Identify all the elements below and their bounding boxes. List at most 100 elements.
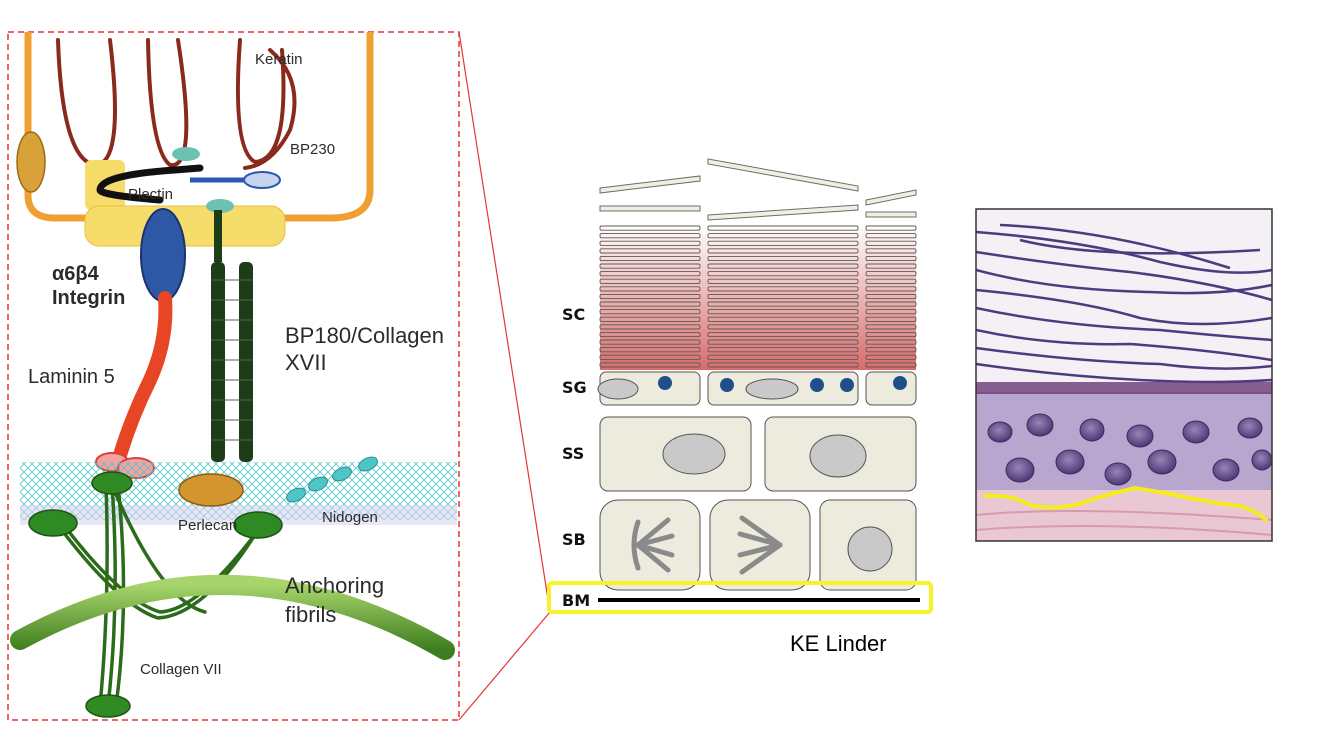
bp180-beads [211, 262, 253, 462]
corneocyte-line [865, 347, 917, 353]
corneocyte-line [707, 354, 859, 360]
stratum-corneum-gradient [600, 224, 916, 370]
corneocyte-line [599, 255, 701, 262]
corneocyte-line [599, 324, 701, 330]
plectin-strand [96, 164, 204, 204]
corneocyte-line [865, 263, 917, 269]
label-integrin-2: Integrin [52, 287, 125, 309]
hemidesmosome-plaque [84, 205, 286, 247]
corneocyte-line [599, 278, 701, 284]
label-anchoring-1: Anchoring [285, 573, 384, 598]
corneocyte-line [707, 293, 859, 300]
corneocyte-line [865, 225, 917, 231]
cell-membrane [24, 32, 374, 222]
corneocyte-line [707, 271, 859, 277]
corneocyte-line [865, 248, 917, 254]
corneocyte-line [865, 324, 917, 330]
label-plectin: Plectin [128, 186, 173, 203]
granular-layer-band [976, 382, 1272, 394]
label-collagen-vii: Collagen VII [140, 661, 222, 678]
layer-label-sb: SB [562, 530, 586, 549]
corneocyte-line [707, 331, 859, 338]
bm-highlight-box [547, 581, 933, 614]
corneocyte-line [599, 354, 701, 360]
dermis-collagen [976, 510, 1272, 536]
layer-label-bm: BM [562, 591, 590, 610]
corneocyte-line [599, 248, 701, 254]
corneocyte-line [707, 248, 859, 254]
corneocyte-line [707, 286, 859, 292]
stratum-granulosum [597, 371, 917, 406]
corneocyte-line [707, 324, 859, 330]
stratum-basale [599, 499, 917, 591]
corneocyte-line [865, 354, 917, 360]
mitotic-spindle-left [631, 517, 675, 573]
micrograph-border [975, 208, 1273, 542]
corneocyte-line [599, 362, 701, 368]
perlecan-molecule [178, 473, 244, 507]
corneocyte-line [707, 309, 859, 315]
corneocyte-line [865, 233, 917, 239]
basement-membrane-trace [983, 485, 1268, 522]
corneocyte-line [599, 263, 701, 269]
corneocyte-line [599, 233, 701, 239]
corneocyte-line [865, 339, 917, 345]
epidermis-layer-schematic: SC SG SS SB BM KE Linder [547, 158, 933, 656]
corneocyte-line [599, 301, 701, 307]
label-bp180-1: BP180/Collagen [285, 323, 444, 348]
corneocyte-line [865, 278, 917, 284]
nidogen-chain [286, 456, 378, 503]
corneocyte-line [865, 309, 917, 315]
bp180-head [206, 199, 234, 213]
membrane-oval [16, 131, 46, 193]
label-bp180-2: XVII [285, 350, 327, 375]
corneocyte-line [599, 331, 701, 338]
corneocyte-line [865, 301, 917, 307]
label-anchoring-2: fibrils [285, 602, 336, 627]
label-keratin: Keratin [255, 51, 303, 68]
corneocyte-line [707, 362, 859, 368]
laminin-stalk [111, 291, 173, 469]
label-integrin-1: α6β4 [52, 263, 100, 285]
label-nidogen: Nidogen [322, 509, 378, 526]
hemidesmosome-diagram: Keratin BP230 Plectin α6β4 Integrin BP18… [7, 31, 460, 721]
label-laminin: Laminin 5 [28, 366, 115, 388]
corneocyte-line [599, 293, 701, 300]
anchoring-fibril-ends [28, 471, 283, 718]
corneocyte-line [707, 316, 859, 322]
collagen-vii-arc [10, 575, 455, 660]
corneocyte-line [707, 278, 859, 284]
corneocyte-line [865, 271, 917, 277]
corneocyte-line [599, 339, 701, 345]
layer-label-ss: SS [562, 444, 584, 463]
corneocyte-line [865, 362, 917, 368]
desquamating-flakes [599, 158, 917, 221]
histology-micrograph [975, 208, 1273, 542]
mitotic-spindle-right [737, 515, 783, 575]
corneocyte-line [599, 316, 701, 322]
corneocyte-line [865, 255, 917, 262]
corneocyte-line [707, 255, 859, 262]
corneocyte-line [707, 263, 859, 269]
corneocyte-line [707, 347, 859, 353]
plectin-head [172, 147, 200, 161]
layer-label-sc: SC [562, 305, 585, 324]
layer-label-sg: SG [562, 378, 587, 397]
corneocyte-line [707, 240, 859, 246]
corneocyte-line [865, 286, 917, 292]
corneocyte-line [707, 301, 859, 307]
bp230-head [243, 171, 281, 189]
corneocyte-line [599, 225, 701, 231]
corneocyte-line [599, 240, 701, 246]
zoom-connector [458, 31, 551, 721]
corneocyte-line [599, 347, 701, 353]
corneocyte-line [707, 339, 859, 345]
keratinocyte-nuclei [987, 413, 1272, 486]
label-bp230: BP230 [290, 141, 335, 158]
corneocyte-line [599, 286, 701, 292]
zoom-frame [7, 31, 460, 721]
corneocyte-line [865, 331, 917, 338]
corneocyte-line [865, 316, 917, 322]
corneocyte-line [599, 271, 701, 277]
